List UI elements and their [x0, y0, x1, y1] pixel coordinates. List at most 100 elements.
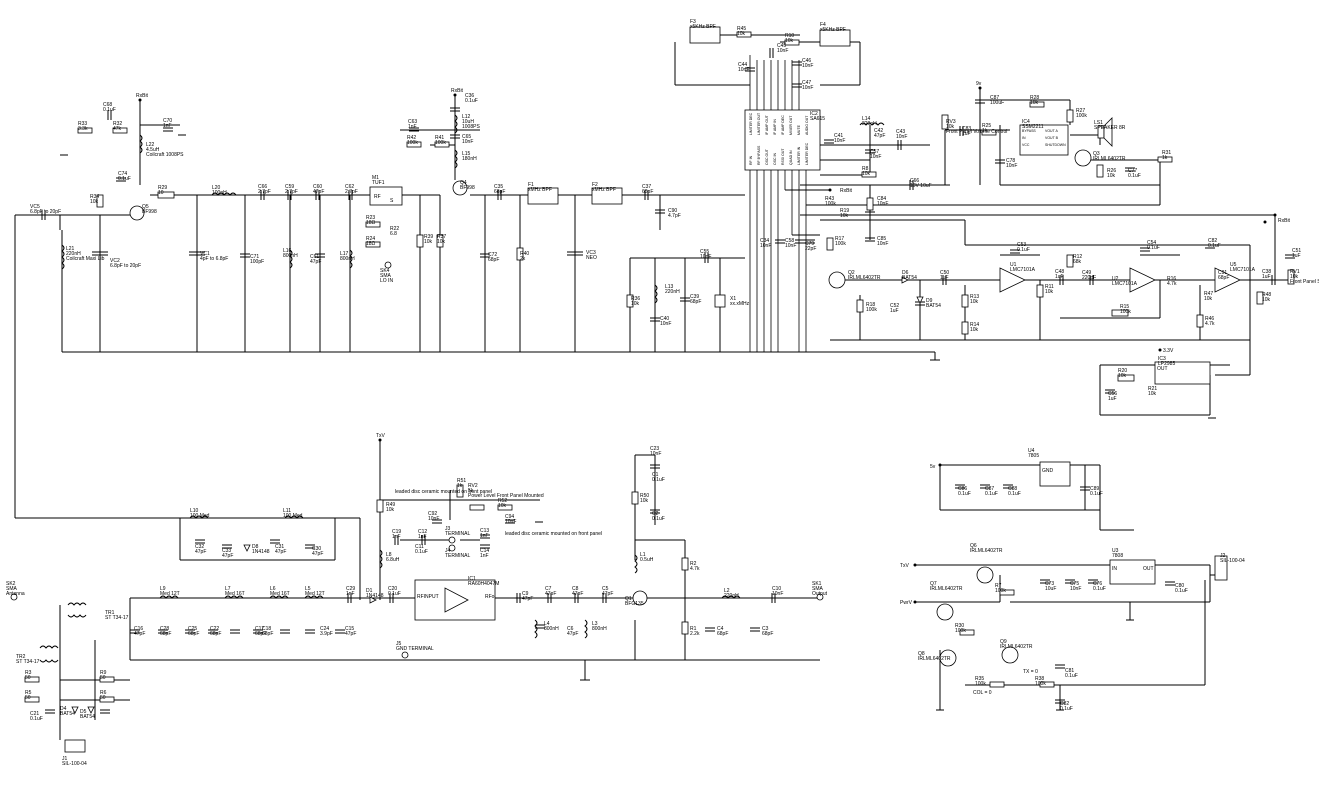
ref-designator: C58 — [785, 238, 794, 244]
ref-designator: C59 — [285, 184, 294, 190]
ref-designator: Q6 — [970, 543, 977, 549]
ref-designator: R6 — [100, 690, 107, 696]
net-label: TX = 0 — [1023, 669, 1038, 675]
component-value: 0.1uF — [30, 716, 43, 722]
component-value: 10nF — [462, 139, 473, 145]
component-value: SMA — [812, 586, 824, 592]
ref-designator: C85 — [877, 236, 886, 242]
ref-designator: C34 — [760, 238, 769, 244]
ref-designator: J2 — [1220, 553, 1226, 559]
ref-designator: L13 — [665, 284, 674, 290]
ic2-pin-label: OSC IN — [773, 152, 777, 165]
component-value: ST T34-17 — [16, 659, 40, 665]
component-value: 4.7pF — [668, 213, 681, 219]
component-value: 47k — [113, 126, 122, 132]
ref-designator: L17 — [340, 251, 349, 257]
ref-designator: C24 — [320, 626, 329, 632]
ref-designator: VC3 — [586, 250, 596, 256]
ref-designator: C4 — [717, 626, 724, 632]
ref-designator: L14 — [862, 116, 871, 122]
ref-designator: L5 — [305, 586, 311, 592]
component-value: 10k — [1030, 100, 1039, 106]
ref-designator: R51 — [457, 478, 466, 484]
component-value: 0.1uF — [1093, 586, 1106, 592]
ref-designator: R28 — [1030, 95, 1039, 101]
component-value: 0.1uF — [1017, 247, 1030, 253]
component-value: 1nF — [408, 124, 417, 130]
component-value: 10nF — [772, 591, 783, 597]
ic4-pin-label: BYPASS — [1022, 129, 1036, 133]
ref-designator: C15 — [345, 626, 354, 632]
ref-designator: IC3 — [1158, 356, 1166, 362]
component-value: SMA — [6, 586, 18, 592]
component-value: 4pF to 6.8pF — [200, 256, 228, 262]
component-value: TERMINAL — [445, 531, 471, 537]
component-value: 10k — [631, 301, 640, 307]
ref-designator: C83 — [962, 126, 971, 132]
component-value: 0.1uF — [652, 477, 665, 483]
pin-label: OUT — [1157, 366, 1168, 372]
ref-designator: C3 — [762, 626, 769, 632]
ref-designator: R8 — [862, 166, 869, 172]
ref-designator: C60 — [313, 184, 322, 190]
component-value: SIL-100-04 — [1220, 558, 1245, 564]
ref-designator: IC4 — [1022, 119, 1030, 125]
component-value: 100k — [435, 140, 446, 146]
component-value: 800nH — [544, 626, 559, 632]
component-desc: Front Panel Squelch Control — [1290, 279, 1319, 285]
component-value: 100k — [1120, 309, 1131, 315]
component-value: 0.1uF — [1147, 245, 1160, 251]
net-label: 5v — [930, 464, 936, 470]
ref-designator: Q9 — [1000, 639, 1007, 645]
ref-designator: X1 — [730, 296, 736, 302]
ref-designator: U2 — [1112, 276, 1119, 282]
component-value: SIL-100-04 — [62, 761, 87, 767]
ref-designator: R25 — [982, 123, 991, 129]
ref-designator: C48 — [1055, 269, 1064, 275]
ref-designator: C5 — [602, 586, 609, 592]
component-value: 220nH — [862, 121, 877, 127]
component-value: 47pF — [313, 189, 324, 195]
component-value: 7805 — [1028, 453, 1039, 459]
component-value: 10k — [90, 199, 99, 205]
ref-designator: C71 — [250, 254, 259, 260]
component-value: 6.8pF to 20pF — [30, 209, 61, 215]
ref-designator: C13 — [480, 528, 489, 534]
ref-designator: C73 — [1045, 581, 1054, 587]
component-value: 4.7k — [690, 566, 700, 572]
ref-designator: D5 — [80, 709, 87, 715]
component-value: 1nF — [163, 123, 172, 129]
ref-designator: C94 — [505, 514, 514, 520]
ref-designator: VC5 — [30, 204, 40, 210]
component-value: 100k — [975, 681, 986, 687]
ref-designator: C33 — [222, 548, 231, 554]
component-value: 1nF — [418, 534, 427, 540]
component-value: 47pF — [275, 549, 286, 555]
component-value: 50 — [25, 675, 31, 681]
component-value: 1nF — [480, 533, 489, 539]
ref-designator: C2 — [652, 511, 659, 517]
component-value: 10nF — [877, 241, 888, 247]
component-value: 68pF — [488, 257, 499, 263]
ref-designator: L15 — [462, 151, 471, 157]
